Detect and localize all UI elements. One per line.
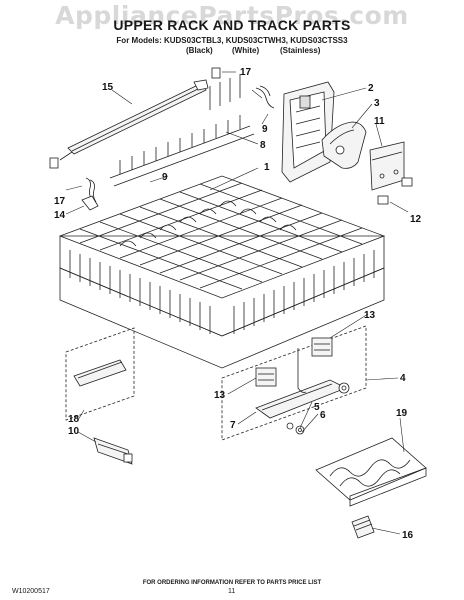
adjuster-arm-part xyxy=(321,121,367,169)
model-list: For Models: KUDS03CTBL3, KUDS03CTWH3, KU… xyxy=(116,36,348,45)
callout-18: 18 xyxy=(68,414,80,425)
callout-5: 5 xyxy=(314,402,320,413)
callout-13b: 13 xyxy=(214,390,226,401)
callout-labels: 1 2 3 4 5 6 7 8 9 9 10 11 12 13 13 14 15… xyxy=(54,67,422,541)
upper-rack-basket-part xyxy=(58,175,386,369)
callout-14: 14 xyxy=(54,210,66,221)
callout-8: 8 xyxy=(260,140,266,151)
dashed-group-left xyxy=(65,327,135,421)
callout-9a: 9 xyxy=(262,124,268,135)
small-clip-part xyxy=(351,515,375,539)
callout-6: 6 xyxy=(320,410,326,421)
callout-13a: 13 xyxy=(364,310,376,321)
callout-19: 19 xyxy=(396,408,408,419)
lower-clip-part xyxy=(93,437,133,465)
callout-7: 7 xyxy=(230,420,236,431)
wire-rack-part xyxy=(315,437,427,507)
callout-1: 1 xyxy=(264,162,270,173)
dashed-group-track xyxy=(221,325,367,441)
ordering-note: FOR ORDERING INFORMATION REFER TO PARTS … xyxy=(142,580,322,586)
adjuster-housing-part xyxy=(281,81,335,183)
clip-part-left xyxy=(81,177,99,211)
callout-3: 3 xyxy=(374,98,380,109)
variant-white: (White) xyxy=(232,46,260,55)
watermark: AppliancePartsPros.com xyxy=(55,1,409,30)
leader-lines xyxy=(65,71,409,535)
clip-part-top xyxy=(211,67,275,109)
document-number: W10200517 xyxy=(12,588,50,595)
callout-17a: 17 xyxy=(240,67,252,78)
callout-12: 12 xyxy=(410,214,422,225)
variant-stainless: (Stainless) xyxy=(280,46,321,55)
callout-4: 4 xyxy=(400,373,406,384)
tine-row-part xyxy=(109,74,255,187)
variant-black: (Black) xyxy=(186,46,213,55)
callout-16: 16 xyxy=(402,530,414,541)
callout-2: 2 xyxy=(368,83,374,94)
rail-part xyxy=(49,79,209,169)
page-number: 11 xyxy=(228,588,236,595)
callout-11: 11 xyxy=(374,116,385,127)
callout-9b: 9 xyxy=(162,172,168,183)
callout-15: 15 xyxy=(102,82,114,93)
page-title: UPPER RACK AND TRACK PARTS xyxy=(113,17,351,33)
bracket-part xyxy=(369,141,413,205)
callout-10: 10 xyxy=(68,426,80,437)
callout-17b: 17 xyxy=(54,196,66,207)
